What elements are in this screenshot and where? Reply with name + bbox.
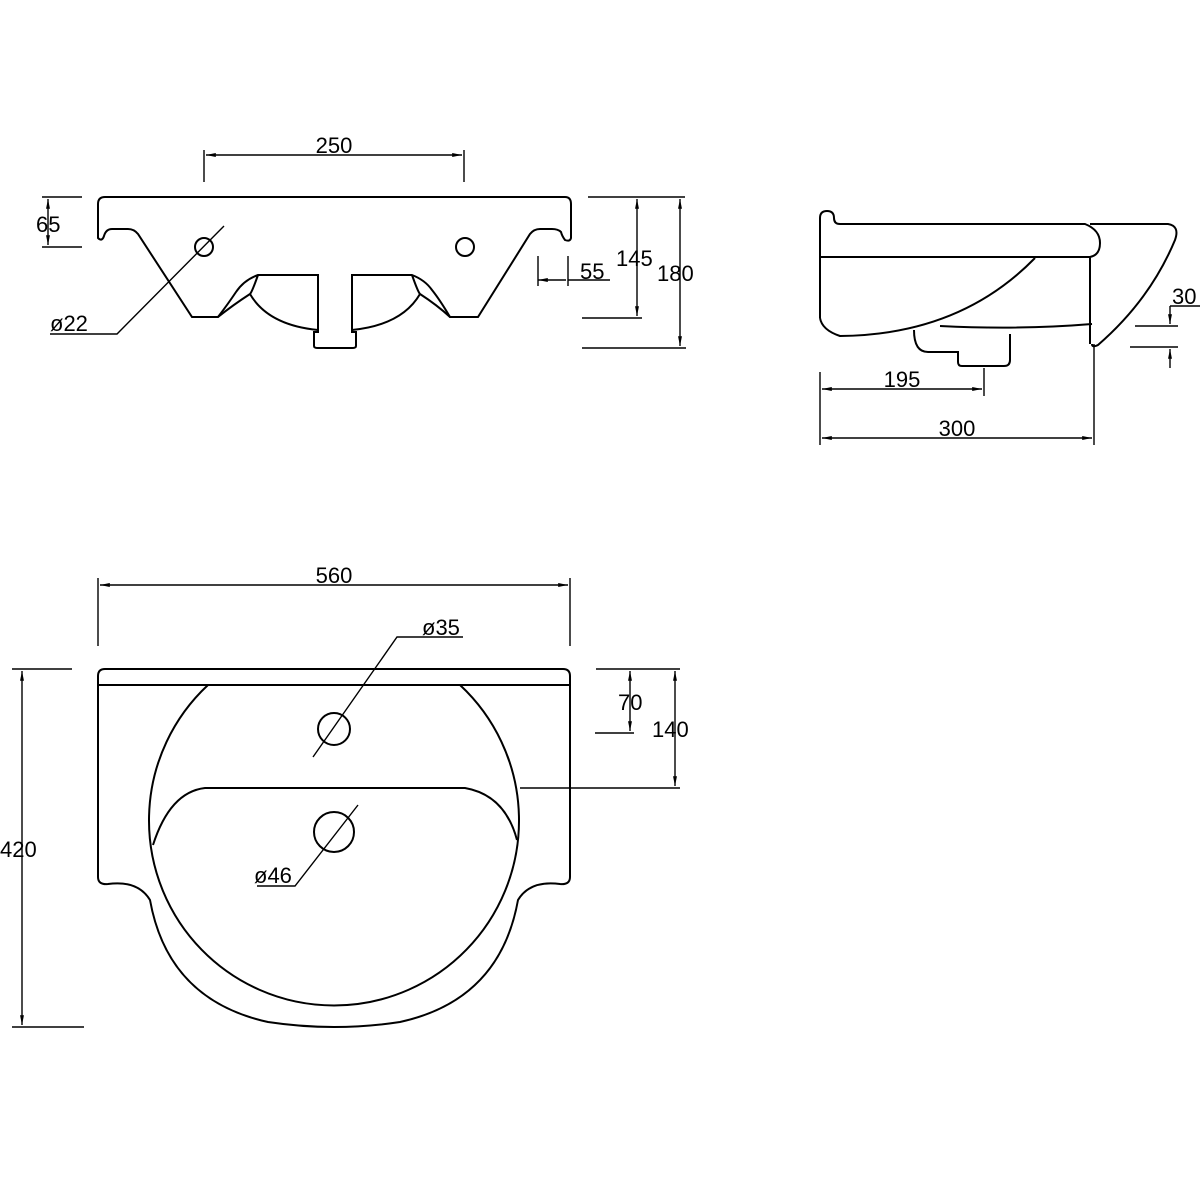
plan-view: 560 ø35 70 140 420 ø46	[0, 563, 689, 1028]
dim-tap-spacing: 250	[316, 133, 353, 158]
dim-width: 560	[316, 563, 353, 588]
dim-depth: 300	[939, 416, 976, 441]
dim-overall-projection: 420	[0, 837, 37, 862]
dim-rim-height: 65	[36, 212, 60, 237]
dim-tap-hole: ø22	[50, 311, 88, 336]
dim-overflow-offset: 55	[580, 259, 604, 284]
dim-waste-position: 195	[884, 367, 921, 392]
dim-tap-hole-35: ø35	[422, 615, 460, 640]
dim-rim-thickness: 30	[1172, 284, 1196, 309]
front-view: 250 65 ø22 55 145 180	[36, 133, 694, 349]
dim-overall-height: 180	[657, 261, 694, 286]
dim-waste-hole: ø46	[254, 863, 292, 888]
dim-tap-hole-offset: 70	[618, 690, 642, 715]
side-view: 195 300 30	[819, 209, 1200, 445]
dim-bowl-depth: 145	[616, 246, 653, 271]
dim-deck-depth: 140	[652, 717, 689, 742]
